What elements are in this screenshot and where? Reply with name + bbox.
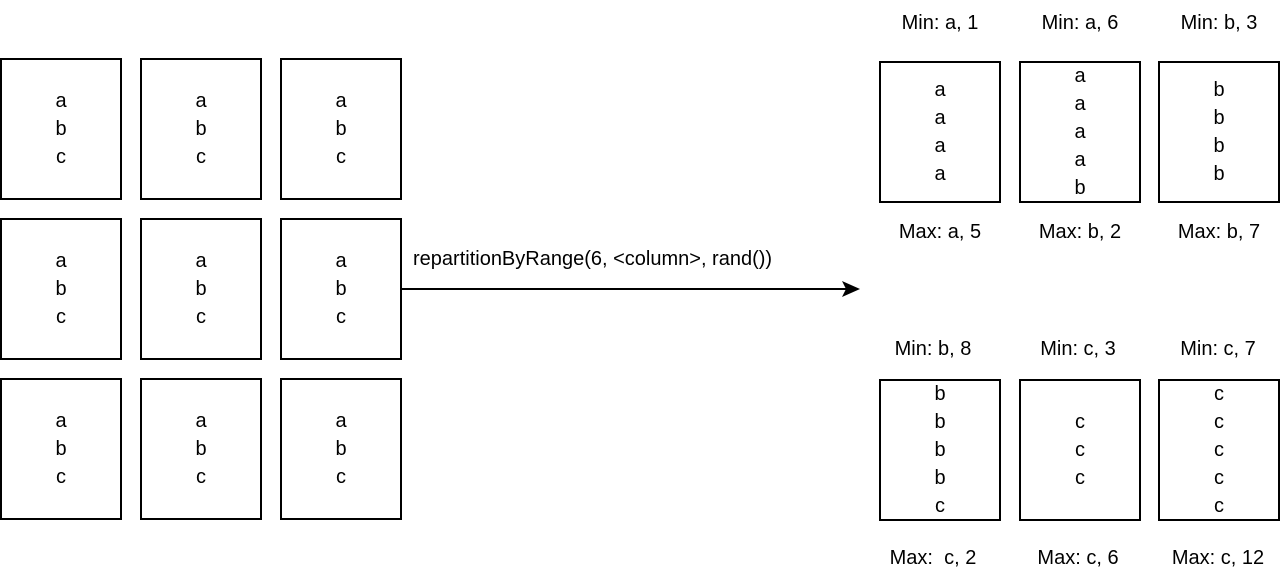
partition-letter: c bbox=[56, 466, 66, 488]
partition-letter: c bbox=[1214, 467, 1224, 489]
partition-letter: c bbox=[1075, 411, 1085, 433]
partition-letter: a bbox=[55, 90, 67, 112]
partition-min-label: Min: a, 1 bbox=[901, 12, 979, 34]
partition-letter: b bbox=[1213, 135, 1225, 157]
partition-letter: c bbox=[336, 146, 346, 168]
partition-letter: c bbox=[56, 306, 66, 328]
partition-letter: c bbox=[196, 306, 206, 328]
partition-letter: a bbox=[1074, 121, 1086, 143]
partition-letter: c bbox=[1075, 439, 1085, 461]
partition-max-label: Max: c, 12 bbox=[1171, 547, 1265, 569]
partition-letter: b bbox=[1213, 163, 1225, 185]
partition-max-label: Max: b, 7 bbox=[1177, 221, 1261, 243]
partition-letter: c bbox=[336, 306, 346, 328]
partition-letter: c bbox=[1214, 495, 1224, 517]
partition-letter: b bbox=[55, 118, 67, 140]
partition-letter: b bbox=[195, 438, 207, 460]
partition-letter: a bbox=[934, 135, 946, 157]
partition-min-label: Min: b, 8 bbox=[894, 338, 972, 360]
partition-letter: b bbox=[934, 383, 946, 405]
partition-letter: b bbox=[335, 118, 347, 140]
repartition-label: repartitionByRange(6, <column>, rand()) bbox=[413, 248, 773, 270]
partition-letter: c bbox=[56, 146, 66, 168]
partition-letter: b bbox=[1213, 79, 1225, 101]
partition-min-label: Min: b, 3 bbox=[1180, 12, 1258, 34]
partition-letter: c bbox=[196, 466, 206, 488]
partition-letter: a bbox=[1074, 65, 1086, 87]
partition-letter: b bbox=[195, 118, 207, 140]
partition-letter: b bbox=[335, 278, 347, 300]
partition-min-label: Min: a, 6 bbox=[1041, 12, 1119, 34]
partition-letter: b bbox=[1213, 107, 1225, 129]
partition-letter: b bbox=[335, 438, 347, 460]
partition-letter: a bbox=[55, 410, 67, 432]
partition-letter: a bbox=[195, 250, 207, 272]
partition-max-label: Max: c, 2 bbox=[889, 547, 977, 569]
partition-letter: c bbox=[336, 466, 346, 488]
partition-letter: a bbox=[195, 410, 207, 432]
partition-letter: c bbox=[1214, 383, 1224, 405]
partition-letter: b bbox=[934, 439, 946, 461]
partition-letter: a bbox=[55, 250, 67, 272]
partition-min-label: Min: c, 7 bbox=[1180, 338, 1256, 360]
partition-letter: a bbox=[934, 107, 946, 129]
partition-letter: b bbox=[55, 438, 67, 460]
partition-letter: b bbox=[934, 411, 946, 433]
partition-max-label: Max: c, 6 bbox=[1037, 547, 1119, 569]
partition-letter: c bbox=[935, 495, 945, 517]
partition-letter: a bbox=[195, 90, 207, 112]
partition-letter: c bbox=[1075, 467, 1085, 489]
partition-letter: b bbox=[934, 467, 946, 489]
partition-max-label: Max: b, 2 bbox=[1038, 221, 1122, 243]
partition-letter: a bbox=[1074, 149, 1086, 171]
partition-letter: c bbox=[196, 146, 206, 168]
partition-letter: a bbox=[934, 163, 946, 185]
partition-max-label: Max: a, 5 bbox=[898, 221, 982, 243]
partition-letter: a bbox=[1074, 93, 1086, 115]
partition-letter: a bbox=[335, 250, 347, 272]
partition-letter: b bbox=[55, 278, 67, 300]
partition-letter: a bbox=[335, 410, 347, 432]
partition-letter: b bbox=[1074, 177, 1086, 199]
partition-letter: a bbox=[934, 79, 946, 101]
partition-min-label: Min: c, 3 bbox=[1040, 338, 1116, 360]
partition-letter: c bbox=[1214, 439, 1224, 461]
partition-letter: b bbox=[195, 278, 207, 300]
partition-letter: a bbox=[335, 90, 347, 112]
partition-letter: c bbox=[1214, 411, 1224, 433]
